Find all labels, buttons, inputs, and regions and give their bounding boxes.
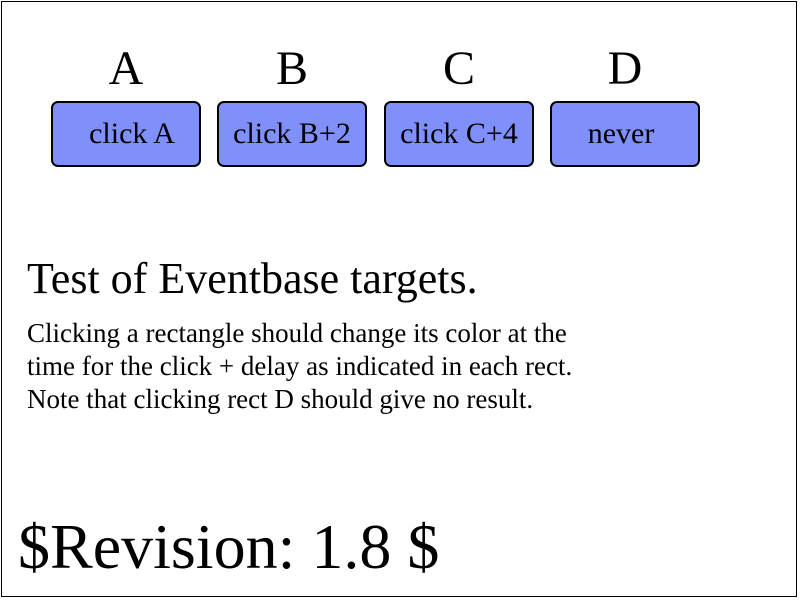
rect-b-label: click B+2 — [233, 117, 351, 150]
rect-a-button[interactable]: click A — [51, 101, 201, 167]
target-d-letter: D — [607, 42, 643, 95]
description-line-2: time for the click + delay as indicated … — [27, 351, 573, 381]
target-a-letter: A — [108, 42, 144, 95]
description-line-3: Note that clicking rect D should give no… — [27, 384, 534, 414]
rect-c-button[interactable]: click C+4 — [384, 101, 534, 167]
rect-d-label: never — [587, 117, 655, 150]
description-line-1: Clicking a rectangle should change its c… — [27, 318, 567, 348]
rect-b-button[interactable]: click B+2 — [217, 101, 367, 167]
revision-label: $Revision: 1.8 $ — [18, 511, 440, 582]
rect-c-label: click C+4 — [400, 117, 518, 150]
target-b-letter: B — [275, 42, 308, 95]
target-c-letter: C — [442, 42, 475, 95]
rect-d-button[interactable]: never — [550, 101, 700, 167]
test-description: Clicking a rectangle should change its c… — [27, 317, 572, 416]
rect-a-label: click A — [89, 117, 175, 150]
page-heading: Test of Eventbase targets. — [27, 254, 478, 303]
